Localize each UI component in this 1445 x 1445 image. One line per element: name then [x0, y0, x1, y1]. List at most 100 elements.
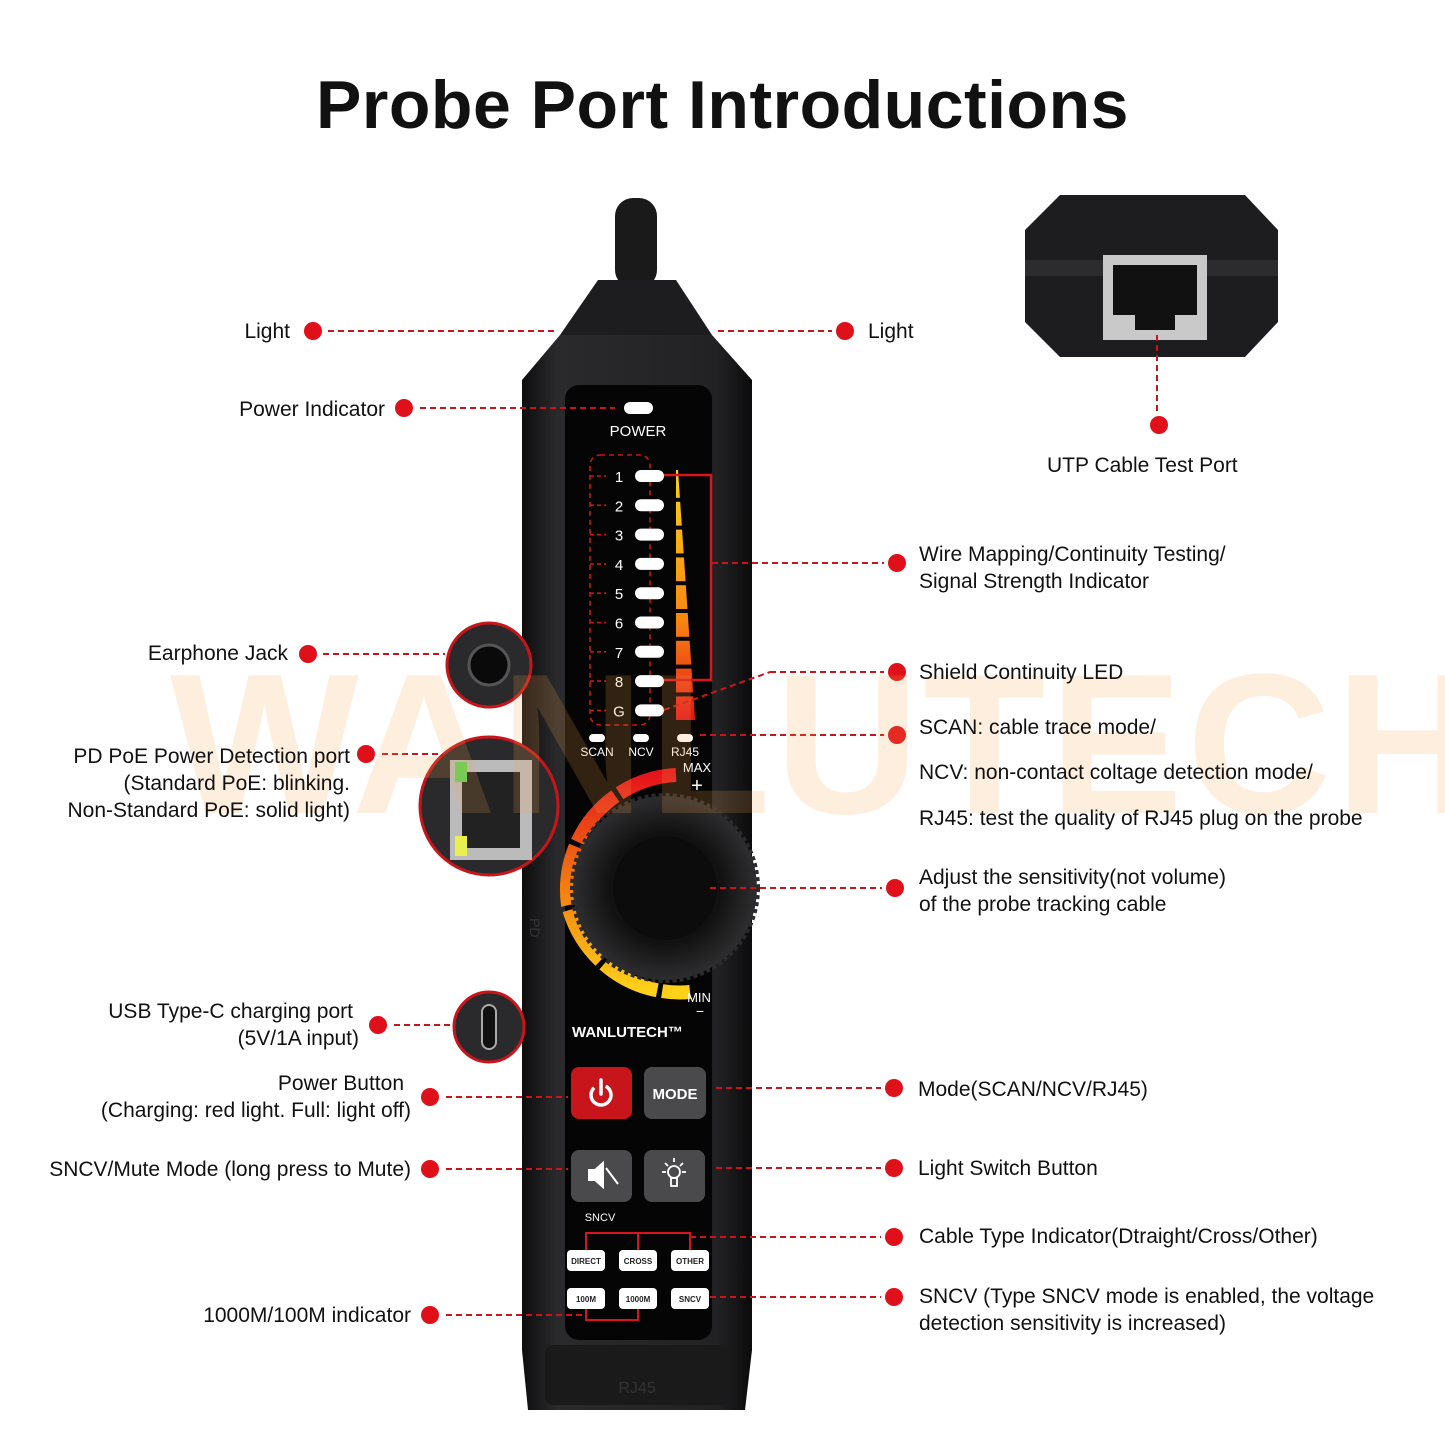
probe-cone	[560, 280, 712, 335]
callout-dot	[357, 745, 375, 763]
wire-led	[635, 528, 664, 541]
label-rj45-mode: RJ45: test the quality of RJ45 plug on t…	[919, 807, 1363, 830]
label-sncv-mute: SNCV/Mute Mode (long press to Mute)	[49, 1158, 411, 1181]
label-power-button: Power Button (Charging: red light. Full:…	[101, 1070, 411, 1124]
light-bulb-icon	[662, 1158, 686, 1187]
label-line: (5V/1A input)	[237, 1027, 359, 1050]
label-light-switch: Light Switch Button	[918, 1157, 1098, 1180]
wire-led-number: 4	[615, 557, 623, 574]
light-switch-button[interactable]	[644, 1150, 705, 1202]
brand-logo: WANLUTECH™	[572, 1024, 683, 1041]
label-line: (Charging: red light. Full: light off)	[100, 1099, 411, 1122]
label-utp-port: UTP Cable Test Port	[1047, 454, 1238, 477]
callout-dot	[369, 1016, 387, 1034]
label-power-indicator: Power Indicator	[239, 398, 385, 421]
wire-led-number: 7	[615, 645, 623, 662]
label-shield-led: Shield Continuity LED	[919, 661, 1124, 684]
minus-label: −	[696, 1003, 704, 1019]
signal-strength-bar	[676, 470, 695, 720]
label-line: Non-Standard PoE: solid light)	[67, 799, 351, 822]
label-speed-indicator: 1000M/100M indicator	[203, 1304, 411, 1327]
callout-dot	[888, 726, 906, 744]
callout-dot	[1150, 416, 1168, 434]
side-pd-label: PD	[527, 918, 543, 937]
callout-dot	[886, 879, 904, 897]
wire-led	[635, 587, 664, 600]
wire-led	[635, 470, 664, 482]
callout-dot	[888, 554, 906, 572]
label-line: Adjust the sensitivity(not volume)	[919, 866, 1226, 889]
callout-dot	[421, 1160, 439, 1178]
label-line: detection sensitivity is increased)	[919, 1312, 1226, 1335]
label-mode-button: Mode(SCAN/NCV/RJ45)	[918, 1078, 1148, 1101]
sncv-caption: SNCV	[585, 1212, 616, 1224]
wire-led-number: 8	[615, 674, 623, 691]
label-scan-mode: SCAN: cable trace mode/	[919, 716, 1156, 739]
earphone-jack-callout	[445, 621, 533, 709]
callout-dot	[885, 1159, 903, 1177]
label-usb-port: USB Type-C charging port (5V/1A input)	[108, 998, 359, 1052]
bottom-cap	[545, 1345, 730, 1405]
label-wire-mapping: Wire Mapping/Continuity Testing/ Signal …	[919, 541, 1226, 595]
callout-dot	[888, 663, 906, 681]
mode-led-rj45	[677, 734, 693, 742]
label-cable-type: Cable Type Indicator(Dtraight/Cross/Othe…	[919, 1225, 1318, 1248]
utp-port-image	[1025, 195, 1278, 357]
probe-tip	[615, 198, 657, 288]
wire-led	[635, 616, 664, 629]
callout-dot	[395, 399, 413, 417]
label-line: PD PoE Power Detection port	[73, 745, 350, 768]
mode-led-ncv	[633, 734, 649, 742]
wire-led-number: 1	[615, 469, 623, 486]
indicator-tag-direct: DIRECT	[567, 1250, 605, 1271]
wire-led	[635, 557, 664, 570]
label-sncv: SNCV (Type SNCV mode is enabled, the vol…	[919, 1283, 1374, 1337]
label-ncv-mode: NCV: non-contact coltage detection mode/	[919, 761, 1313, 784]
wire-led	[635, 499, 664, 512]
callout-dot	[299, 645, 317, 663]
label-line: Power Button	[277, 1072, 404, 1095]
callout-dot	[885, 1228, 903, 1246]
callout-dot	[304, 322, 322, 340]
indicator-tag-sncv: SNCV	[671, 1288, 709, 1309]
mode-led-label: RJ45	[671, 745, 699, 759]
power-label: POWER	[610, 423, 667, 440]
leader-line	[663, 671, 771, 711]
callout-dot	[836, 322, 854, 340]
tag-label: 100M	[576, 1295, 596, 1304]
wire-led-number: 5	[615, 586, 623, 603]
tag-label: SNCV	[679, 1295, 702, 1304]
bottom-label: RJ45	[618, 1380, 655, 1397]
power-button[interactable]	[571, 1067, 632, 1119]
label-line: (Standard PoE: blinking.	[123, 772, 350, 795]
callout-dot	[421, 1306, 439, 1324]
callout-dot	[885, 1079, 903, 1097]
page-title: Probe Port Introductions	[316, 67, 1129, 143]
label-earphone-jack: Earphone Jack	[147, 642, 288, 665]
label-light-left: Light	[244, 320, 290, 343]
label-line: Wire Mapping/Continuity Testing/	[919, 543, 1226, 566]
plus-label: +	[691, 775, 703, 797]
mode-button[interactable]: MODE	[644, 1067, 706, 1119]
indicator-tag-1000m: 1000M	[619, 1288, 657, 1309]
label-light-right: Light	[868, 320, 914, 343]
mute-button[interactable]	[571, 1150, 632, 1202]
label-line: USB Type-C charging port	[108, 1000, 353, 1023]
mode-button-label: MODE	[653, 1086, 698, 1103]
poe-port-callout	[418, 735, 560, 877]
wire-led-number: 3	[615, 528, 623, 545]
wire-led-number: 2	[615, 498, 623, 515]
callout-dot	[885, 1288, 903, 1306]
label-sensitivity: Adjust the sensitivity(not volume) of th…	[919, 864, 1226, 918]
tag-label: DIRECT	[571, 1257, 601, 1266]
tag-label: 1000M	[626, 1295, 651, 1304]
mode-led-scan	[589, 734, 605, 742]
callout-dot	[421, 1088, 439, 1106]
mode-led-label: NCV	[628, 745, 653, 759]
power-led	[624, 402, 653, 414]
usb-c-callout	[452, 990, 526, 1064]
label-line: of the probe tracking cable	[919, 893, 1167, 916]
max-label: MAX	[683, 760, 712, 775]
tag-label: OTHER	[676, 1257, 704, 1266]
